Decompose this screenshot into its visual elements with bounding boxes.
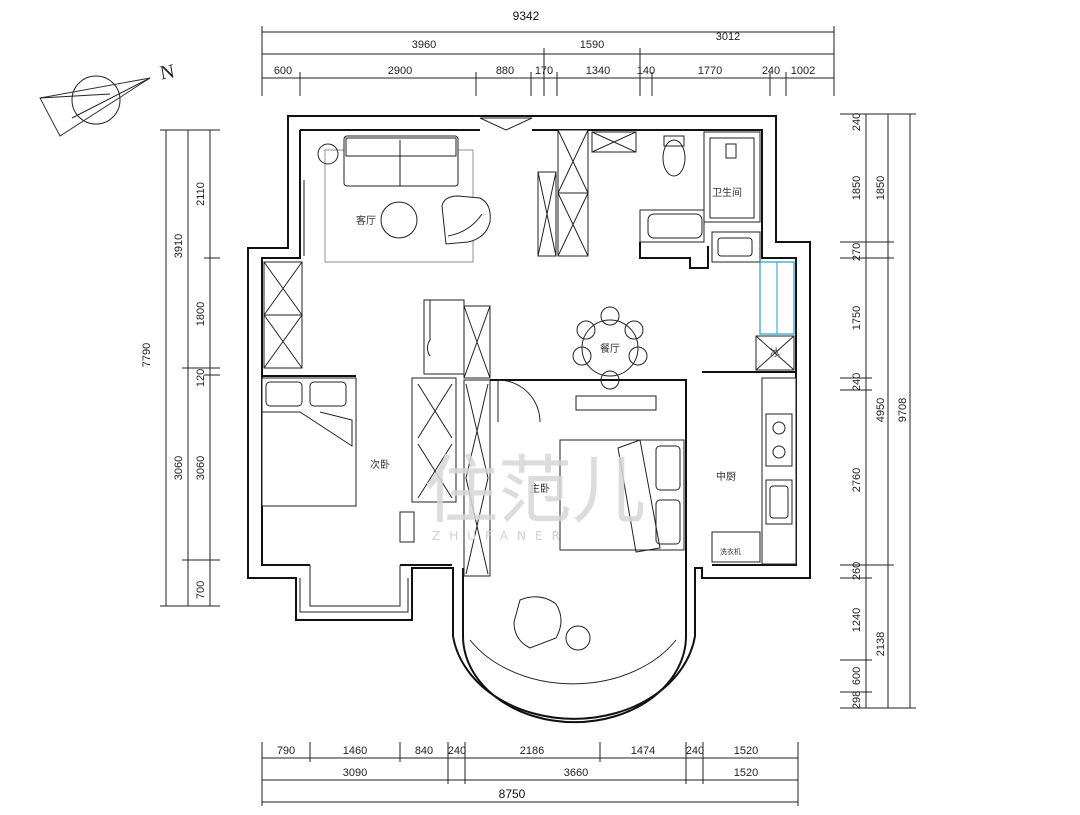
dim-right-inner-7: 260 <box>851 562 863 580</box>
dining-side-cabinets <box>755 261 795 371</box>
dim-top-d7: 1770 <box>698 65 722 77</box>
dim-bottom-d7: 240 <box>686 745 704 757</box>
appliance-label: 洗衣机 <box>720 547 741 556</box>
dim-bottom-mid-1: 3090 <box>343 767 367 779</box>
dim-bottom-mid-3: 1520 <box>734 767 758 779</box>
dim-top-d2: 2900 <box>388 65 412 77</box>
dim-top-d8: 240 <box>762 65 780 77</box>
room-label-master-bedroom: 主卧 <box>530 482 550 495</box>
dim-left-outer-3: 700 <box>195 581 207 599</box>
room-label-dining: 餐厅 <box>600 342 620 355</box>
dim-top-d3: 880 <box>496 65 514 77</box>
dim-top-d4: 170 <box>535 65 553 77</box>
entry-door <box>479 117 533 131</box>
dim-top-mid-3: 3012 <box>716 31 740 43</box>
north-arrow-icon <box>39 75 151 137</box>
entry-cabinets <box>537 129 637 257</box>
dim-top-d6: 140 <box>637 65 655 77</box>
dim-left-inner-2: 1800 <box>195 302 207 326</box>
cooktop-icon <box>765 413 793 467</box>
dim-right-inner-9: 600 <box>851 667 863 685</box>
room-label-kitchen: 中厨 <box>716 470 736 483</box>
room-label-second-bedroom: 次卧 <box>370 458 390 471</box>
bed <box>261 377 357 507</box>
kitchen <box>702 371 797 565</box>
outer-walls <box>247 115 811 724</box>
bathtub <box>639 209 705 243</box>
top-dimension-lines <box>261 26 835 96</box>
dim-right-inner-4: 1750 <box>851 306 863 330</box>
watermark-logo: 住范儿 <box>424 448 646 534</box>
dining-table <box>581 319 639 377</box>
dim-right-outer-1: 1850 <box>875 176 887 200</box>
washbasin <box>711 231 761 263</box>
dim-right-inner-3: 270 <box>851 243 863 261</box>
left-dimension-lines <box>160 129 220 607</box>
dim-bottom-d1: 790 <box>277 745 295 757</box>
watermark-subtext: ZHUFANER <box>432 529 569 543</box>
wardrobe-rail <box>575 395 657 411</box>
dim-right-outer-2: 4950 <box>875 398 887 422</box>
room-label-bathroom: 卫生间 <box>712 186 742 199</box>
north-label: N <box>158 60 176 84</box>
kitchen-counter <box>761 377 797 565</box>
cabinet-mark: 冰 <box>770 346 780 359</box>
left-wardrobe <box>263 261 303 369</box>
right-dimension-lines <box>840 113 916 709</box>
living-room <box>303 135 491 263</box>
floor-lamp-icon <box>317 143 339 165</box>
dining-area <box>572 306 648 390</box>
dim-left-outer-2: 3060 <box>173 456 185 480</box>
dim-left-inner-3: 120 <box>195 369 207 387</box>
dim-bottom-d3: 840 <box>415 745 433 757</box>
lounge-chair-icon <box>513 596 562 649</box>
dim-right-inner-8: 1240 <box>851 608 863 632</box>
dim-right-inner-5: 240 <box>851 373 863 391</box>
bottom-dimension-lines <box>261 742 799 806</box>
dim-bottom-d2: 1460 <box>343 745 367 757</box>
dim-bottom-overall: 8750 <box>499 787 526 801</box>
dim-top-d5: 1340 <box>586 65 610 77</box>
dim-top-mid-1: 3960 <box>412 39 436 51</box>
coffee-table <box>380 201 418 239</box>
dim-bottom-d8: 1520 <box>734 745 758 757</box>
washing-machine <box>711 531 761 563</box>
dim-right-inner-1: 240 <box>851 113 863 131</box>
room-label-living: 客厅 <box>356 214 376 227</box>
sink-icon <box>765 479 793 525</box>
central-cabinets <box>411 299 491 577</box>
dim-right-inner-10: 298 <box>851 691 863 709</box>
dim-top-d1: 600 <box>274 65 292 77</box>
dim-left-inner-4: 3060 <box>195 456 207 480</box>
dim-right-inner-6: 2760 <box>851 468 863 492</box>
master-bed <box>559 439 685 551</box>
dim-right-outer-3: 2138 <box>875 632 887 656</box>
armchair-icon <box>441 195 491 245</box>
master-bedroom <box>469 379 687 685</box>
dim-right-inner-2: 1850 <box>851 176 863 200</box>
dim-bottom-d4: 240 <box>448 745 466 757</box>
second-bedroom <box>261 375 415 543</box>
dim-top-mid-2: 1590 <box>580 39 604 51</box>
sofa <box>343 135 459 187</box>
bathroom <box>639 131 761 269</box>
dim-top-d9: 1002 <box>791 65 815 77</box>
dim-left-outer-1: 3910 <box>173 234 185 258</box>
dim-bottom-mid-2: 3660 <box>564 767 588 779</box>
dim-bottom-d6: 1474 <box>631 745 655 757</box>
dim-top-overall: 9342 <box>513 9 540 23</box>
toilet-icon <box>662 139 686 177</box>
dim-right-overall: 9708 <box>897 398 909 422</box>
dim-left-inner-1: 2110 <box>195 182 207 206</box>
dim-bottom-d5: 2186 <box>520 745 544 757</box>
dim-left-overall: 7790 <box>141 343 153 367</box>
